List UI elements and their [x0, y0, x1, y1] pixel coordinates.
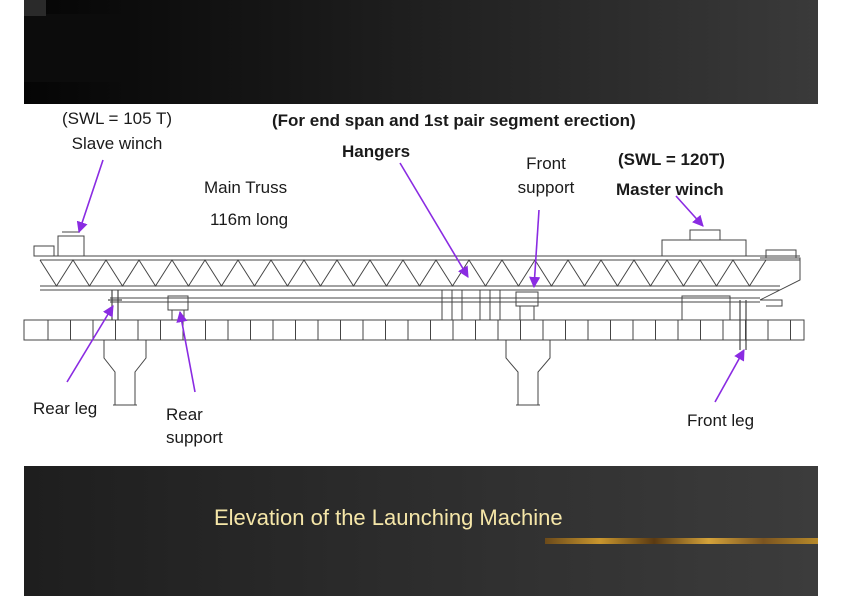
- footer-band: [24, 466, 818, 596]
- master-winch-swl: (SWL = 120T): [618, 150, 725, 169]
- slave-winch-trolley: [33, 231, 85, 257]
- deck-girder: [23, 319, 805, 341]
- rear-leg: [108, 290, 122, 320]
- rear-support-label-1: Rear: [166, 405, 203, 424]
- truss-length-label: 116m long: [210, 210, 289, 229]
- corner-square: [24, 0, 46, 16]
- front-leg-label: Front leg: [687, 411, 755, 430]
- front-support: [515, 291, 539, 320]
- master-winch-label: Master winch: [616, 180, 724, 199]
- slave-winch-label: Slave winch: [71, 134, 163, 153]
- pier-right: [505, 339, 551, 406]
- callout-arrows: [66, 159, 745, 403]
- hangers-label: Hangers: [342, 142, 411, 161]
- slide-caption: Elevation of the Launching Machine: [214, 505, 563, 530]
- main-truss-label: Main Truss: [204, 178, 288, 197]
- rear-leg-label: Rear leg: [33, 399, 98, 418]
- header-band: [24, 0, 818, 104]
- pier-left: [103, 339, 147, 406]
- master-winch-trolley: [661, 229, 797, 259]
- nose-frame: [681, 257, 801, 321]
- front-support-label-1: Front: [526, 154, 566, 173]
- rear-support-label-2: support: [166, 428, 223, 447]
- erection-note: (For end span and 1st pair segment erect…: [272, 111, 636, 130]
- front-leg: [739, 300, 747, 350]
- corner-block: [24, 14, 126, 82]
- front-support-label-2: support: [517, 178, 575, 197]
- hangers-assembly: [441, 289, 501, 321]
- gold-accent-bar: [545, 538, 818, 544]
- slave-winch-swl: (SWL = 105 T): [61, 109, 173, 128]
- rear-support: [167, 295, 189, 320]
- main-truss: [39, 255, 800, 303]
